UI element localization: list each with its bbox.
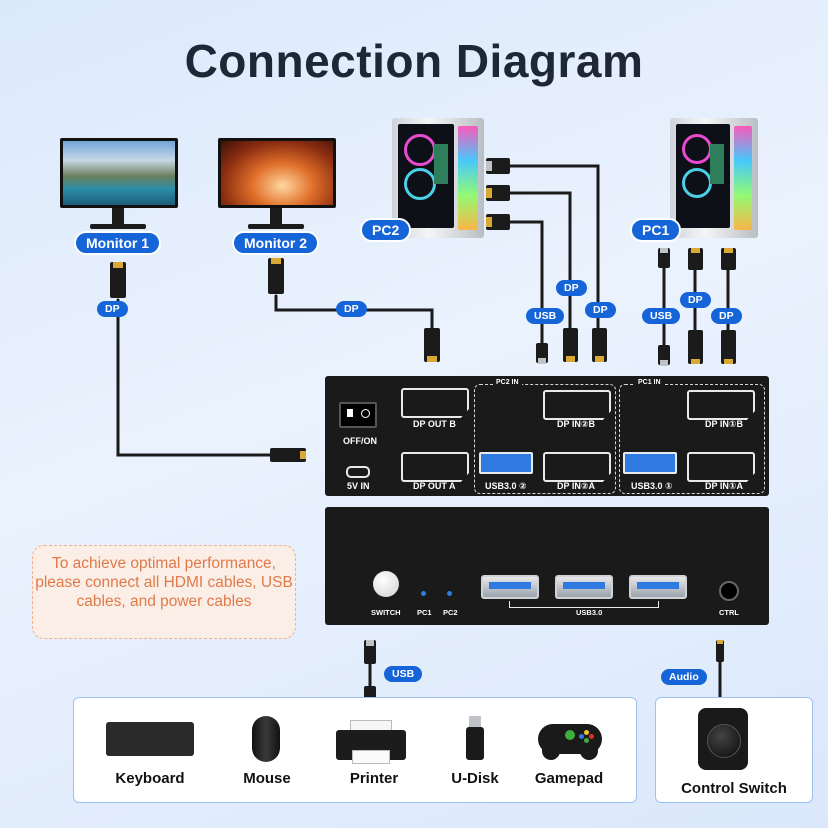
pc2-label: PC2: [360, 218, 412, 242]
pc1-usb-label: USB3.0 ①: [631, 481, 673, 491]
front-usb-port-3[interactable]: [629, 575, 687, 599]
device-label-keyboard: Keyboard: [115, 770, 185, 787]
usb-devices-panel: Keyboard Mouse Printer U-Disk Gamepad: [73, 697, 637, 803]
pc1-led: [421, 591, 426, 596]
pc2-dp-in-a-port[interactable]: [543, 452, 611, 482]
control-switch-device-icon[interactable]: [698, 708, 748, 770]
usb-tag-front: USB: [384, 666, 423, 682]
performance-note: To achieve optimal performance, please c…: [32, 545, 296, 639]
usb-tag-pc2: USB: [526, 308, 565, 324]
pc2-dp-in-b-port[interactable]: [543, 390, 611, 420]
control-switch-panel: Control Switch: [655, 697, 813, 803]
usb-bracket: [509, 601, 659, 608]
monitor-2: [218, 138, 336, 238]
pc1-dp-in-a-port[interactable]: [687, 452, 755, 482]
pc1-dp-in-b-port[interactable]: [687, 390, 755, 420]
switch-label: SWITCH: [371, 608, 401, 617]
ctrl-label: CTRL: [719, 608, 739, 617]
monitor-1: [60, 138, 178, 238]
power-in-label: 5V IN: [347, 481, 370, 491]
kvm-back-panel: OFF/ON 5V IN DP OUT B DP OUT A PC2 IN DP…: [325, 376, 769, 496]
front-usb-port-2[interactable]: [555, 575, 613, 599]
pc2-led: [447, 591, 452, 596]
pc2-dp-in-a-label: DP IN②A: [557, 481, 595, 491]
pc2-glass-panel: [398, 124, 454, 228]
gamepad-icon: [538, 720, 602, 760]
device-label-mouse: Mouse: [243, 770, 291, 787]
dp-out-a-port[interactable]: [401, 452, 469, 482]
kvm-front-panel: SWITCH PC1 PC2 USB3.0 CTRL: [325, 507, 769, 625]
monitor-1-screen: [60, 138, 178, 208]
device-label-udisk: U-Disk: [451, 770, 499, 787]
front-usb-port-1[interactable]: [481, 575, 539, 599]
control-switch-label: Control Switch: [681, 780, 787, 797]
pc1-in-label: PC1 IN: [635, 379, 664, 386]
dp-tag-pc1-a: DP: [680, 292, 711, 308]
dp-out-b-label: DP OUT B: [413, 419, 456, 429]
dp-tag-monitor-2: DP: [336, 301, 367, 317]
monitor-1-label: Monitor 1: [74, 231, 161, 255]
pc2-usb-port[interactable]: [479, 452, 533, 474]
audio-tag: Audio: [661, 669, 707, 685]
dp-tag-monitor-1: DP: [97, 301, 128, 317]
pc1-tower: [670, 118, 758, 238]
power-rocker-switch[interactable]: [339, 402, 377, 428]
monitor-2-label: Monitor 2: [232, 231, 319, 255]
pc2-usb-label: USB3.0 ②: [485, 481, 527, 491]
switch-button[interactable]: [373, 571, 399, 597]
off-on-label: OFF/ON: [343, 436, 377, 446]
keyboard-icon: [106, 722, 194, 756]
pc2-tower: [392, 118, 484, 238]
device-label-gamepad: Gamepad: [534, 770, 604, 787]
usb-tag-pc1: USB: [642, 308, 681, 324]
pc1-usb-port[interactable]: [623, 452, 677, 474]
dp-out-a-label: DP OUT A: [413, 481, 456, 491]
mouse-icon: [252, 716, 280, 762]
pc1-led-label: PC1: [417, 608, 432, 617]
pc2-in-label: PC2 IN: [493, 379, 522, 386]
dp-tag-pc2-b: DP: [585, 302, 616, 318]
diagram-title: Connection Diagram: [184, 35, 644, 87]
dp-out-b-port[interactable]: [401, 388, 469, 418]
pc2-dp-in-b-label: DP IN②B: [557, 419, 595, 429]
usb30-label: USB3.0: [573, 608, 606, 617]
usb-c-power-port[interactable]: [346, 466, 370, 478]
usb-drive-icon: [466, 716, 484, 760]
dp-tag-pc2-a: DP: [556, 280, 587, 296]
printer-icon: [336, 720, 406, 764]
device-label-printer: Printer: [349, 770, 399, 787]
dp-tag-pc1-b: DP: [711, 308, 742, 324]
pc1-dp-in-b-label: DP IN①B: [705, 419, 743, 429]
pc1-in-group: [619, 384, 765, 494]
ctrl-jack[interactable]: [719, 581, 739, 601]
pc1-dp-in-a-label: DP IN①A: [705, 481, 743, 491]
pc2-led-label: PC2: [443, 608, 458, 617]
pc1-label: PC1: [630, 218, 682, 242]
monitor-2-screen: [218, 138, 336, 208]
pc1-glass-panel: [676, 124, 730, 228]
pc2-in-group: [474, 384, 616, 494]
